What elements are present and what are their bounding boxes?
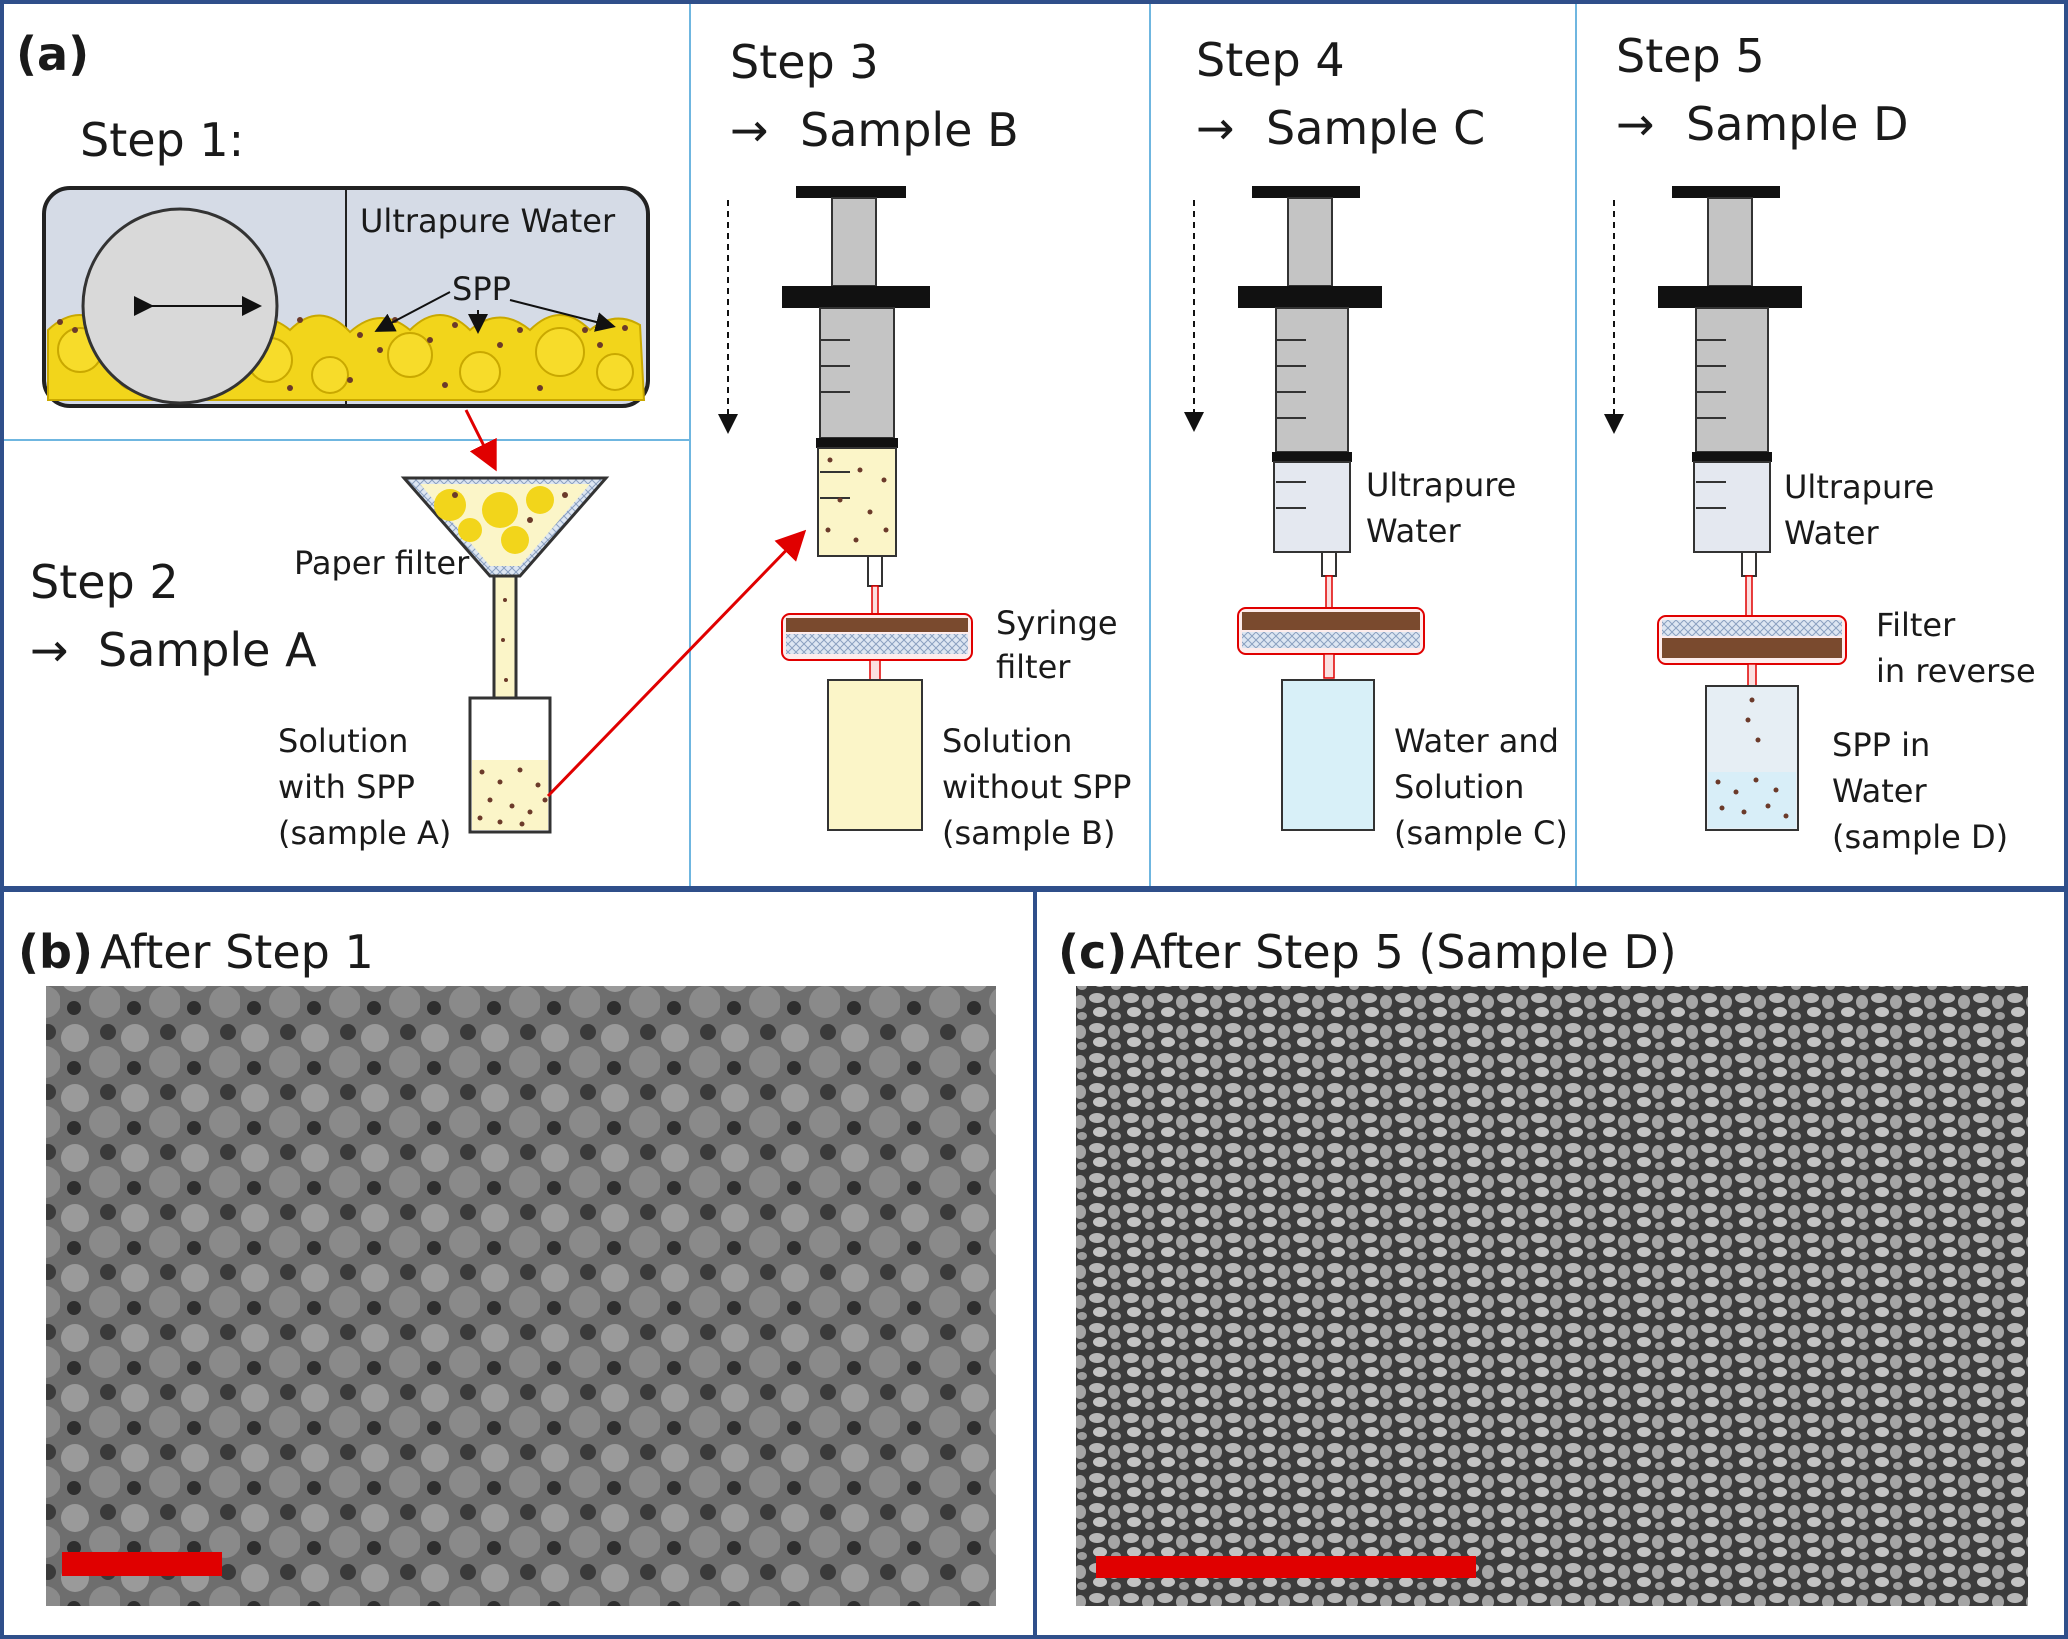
step1-water-label: Ultrapure Water: [360, 202, 616, 240]
step3-title-line1: Step 3: [730, 35, 879, 89]
scale-bar-b: [62, 1552, 222, 1576]
step1-spp-label: SPP: [452, 270, 511, 308]
step1-title: Step 1:: [80, 113, 244, 167]
step4-arrow-glyph: →: [1196, 101, 1235, 155]
sample-a-label-line3: (sample A): [278, 814, 451, 852]
step5-title-line2: Sample D: [1686, 97, 1909, 151]
sample-b-label-line3: (sample B): [942, 814, 1115, 852]
syringe-step3: [781, 186, 973, 831]
sample-a-label-line1: Solution: [278, 722, 408, 760]
step3-title-line2: Sample B: [800, 103, 1019, 157]
syringe-filter-label-line2: filter: [996, 648, 1071, 686]
scale-bar-c: [1096, 1556, 1476, 1578]
sem-image-after-step1: [46, 986, 996, 1606]
panel-b-label: (b): [18, 925, 93, 979]
syringe-filter-label-line1: Syringe: [996, 604, 1118, 642]
syringe-step4: [1237, 186, 1425, 831]
paper-filter-label: Paper filter: [294, 544, 470, 582]
spp-pointer-arrows: [374, 291, 616, 334]
step1-water-tank: [42, 186, 650, 408]
sample-c-label-line2: Solution: [1394, 768, 1524, 806]
step5-water-label-line2: Water: [1784, 514, 1879, 552]
step5-arrow-glyph: →: [1616, 97, 1655, 151]
panel-c-label: (c): [1058, 925, 1127, 979]
step5-title-line1: Step 5: [1616, 29, 1765, 83]
step4-title-line2: Sample C: [1266, 101, 1485, 155]
panel-b-title: After Step 1: [100, 925, 374, 979]
sample-c-label-line1: Water and: [1394, 722, 1559, 760]
step5-water-label-line1: Ultrapure: [1784, 468, 1934, 506]
funnel: [400, 476, 610, 706]
sample-a-label-line2: with SPP: [278, 768, 415, 806]
step4-water-label-line2: Water: [1366, 512, 1461, 550]
step2-arrow-glyph: →: [30, 623, 69, 677]
sample-b-label-line2: without SPP: [942, 768, 1131, 806]
sample-d-label-line1: SPP in: [1832, 726, 1930, 764]
sample-b-label-line1: Solution: [942, 722, 1072, 760]
step4-water-label-line1: Ultrapure: [1366, 466, 1516, 504]
sample-d-label-line3: (sample D): [1832, 818, 2008, 856]
step3-arrow-glyph: →: [730, 103, 769, 157]
sample-c-label-line3: (sample C): [1394, 814, 1568, 852]
panel-a-label: (a): [16, 27, 89, 81]
step2-title-line2: Sample A: [98, 623, 317, 677]
filter-reverse-label-line1: Filter: [1876, 606, 1956, 644]
step2-title-line1: Step 2: [30, 555, 179, 609]
syringe-step5: [1657, 186, 1847, 831]
beaker-sample-a: [468, 696, 552, 834]
filter-reverse-label-line2: in reverse: [1876, 652, 2036, 690]
step4-title-line1: Step 4: [1196, 33, 1345, 87]
arrow-sample-a-to-syringe: [546, 529, 807, 798]
arrow-step1-to-funnel: [464, 409, 497, 472]
panel-c-title: After Step 5 (Sample D): [1130, 925, 1677, 979]
sample-d-label-line2: Water: [1832, 772, 1927, 810]
sem-image-sample-d: [1076, 986, 2028, 1606]
